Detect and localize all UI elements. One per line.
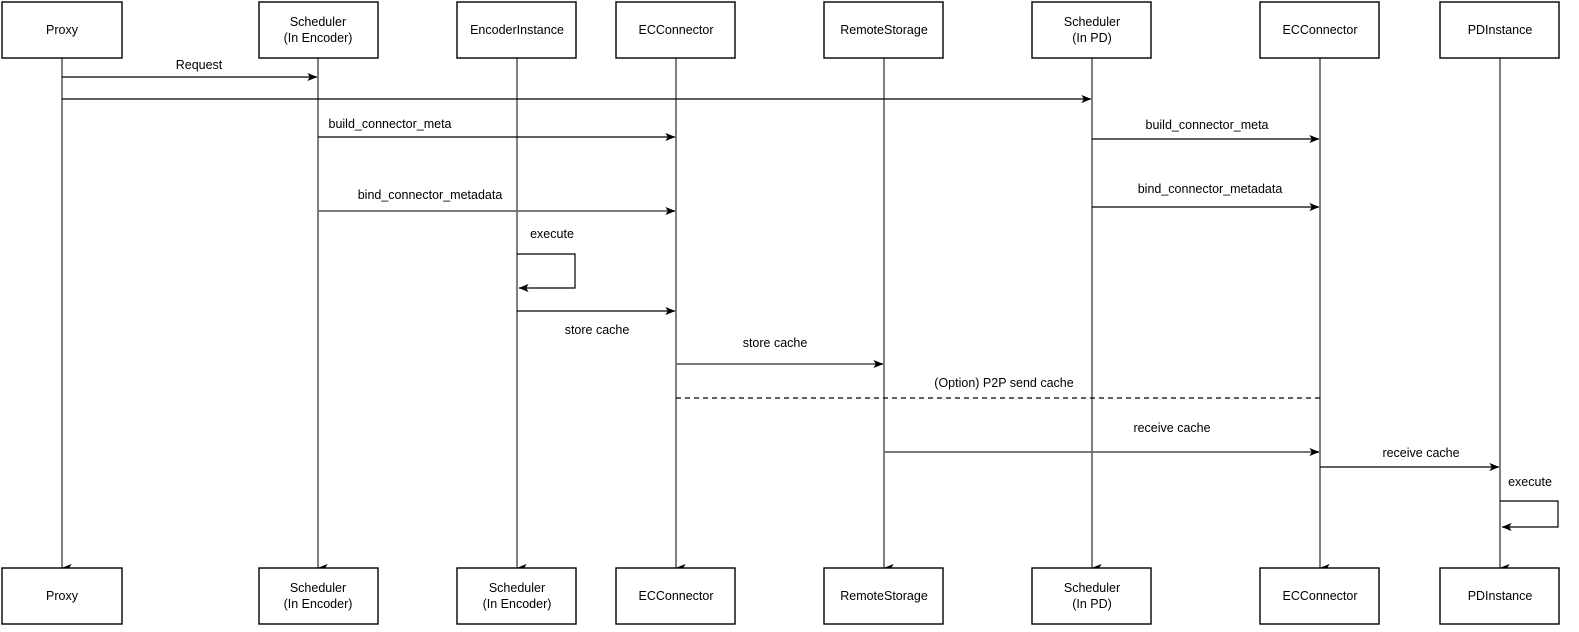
participant-label-top-encoder_inst: EncoderInstance xyxy=(470,23,564,37)
participant-box-top-sched_enc xyxy=(258,1,379,59)
self-call-loop-s2 xyxy=(1500,500,1559,531)
participant-label-bottom-encoder_inst: Scheduler(In Encoder) xyxy=(482,581,552,611)
participant-box-bottom-sched_pd xyxy=(1031,567,1152,625)
participant-box-bottom-ecconn_left xyxy=(615,567,736,625)
participant-label-bottom-sched_enc: Scheduler(In Encoder) xyxy=(283,581,353,611)
participant-box-bottom-sched_enc xyxy=(258,567,379,625)
message-label-m1: Request xyxy=(175,58,223,72)
message-label-m3: build_connector_meta xyxy=(328,117,452,131)
participant-label-top-remotestore: RemoteStorage xyxy=(840,23,928,37)
message-label-m11: (Option) P2P send cache xyxy=(934,376,1074,390)
lifeline-lines-group xyxy=(61,58,1510,572)
message-label-m5: bind_connector_metadata xyxy=(357,188,503,202)
participant-boxes-group xyxy=(1,1,1560,625)
participant-label-top-ecconn_left: ECConnector xyxy=(638,23,714,37)
participant-label-bottom-remotestore: RemoteStorage xyxy=(840,589,928,603)
participant-box-top-proxy xyxy=(1,1,123,59)
participant-box-top-pdinstance xyxy=(1439,1,1560,59)
participant-box-top-ecconn_right xyxy=(1259,1,1380,59)
message-label-m9: store cache xyxy=(564,323,630,337)
participant-box-bottom-pdinstance xyxy=(1439,567,1560,625)
message-label-m10: store cache xyxy=(742,336,808,350)
self-call-label-s1: execute xyxy=(530,227,574,241)
message-label-m4: build_connector_meta xyxy=(1145,118,1269,132)
participant-label-top-ecconn_right: ECConnector xyxy=(1282,23,1358,37)
participant-label-top-pdinstance: PDInstance xyxy=(1467,23,1533,37)
message-label-m13: receive cache xyxy=(1382,446,1460,460)
participant-label-bottom-proxy: Proxy xyxy=(46,589,78,603)
self-call-loop-s1 xyxy=(517,253,576,292)
participant-label-bottom-sched_pd: Scheduler(In PD) xyxy=(1063,581,1121,611)
participant-box-bottom-proxy xyxy=(1,567,123,625)
participant-box-top-ecconn_left xyxy=(615,1,736,59)
participant-label-bottom-ecconn_right: ECConnector xyxy=(1282,589,1358,603)
message-arrows-group xyxy=(62,73,1500,471)
self-call-label-s2: execute xyxy=(1508,475,1552,489)
participant-label-bottom-pdinstance: PDInstance xyxy=(1467,589,1533,603)
participant-box-bottom-encoder_inst xyxy=(456,567,577,625)
participant-label-top-sched_pd: Scheduler(In PD) xyxy=(1063,15,1121,45)
self-call-loops-group xyxy=(517,253,1559,531)
participant-box-top-sched_pd xyxy=(1031,1,1152,59)
message-label-m6: bind_connector_metadata xyxy=(1137,182,1283,196)
participant-box-top-encoder_inst xyxy=(456,1,577,59)
participant-label-top-sched_enc: Scheduler(In Encoder) xyxy=(283,15,353,45)
participant-label-top-proxy: Proxy xyxy=(46,23,78,37)
participant-label-bottom-ecconn_left: ECConnector xyxy=(638,589,714,603)
message-label-m12: receive cache xyxy=(1133,421,1211,435)
participant-box-bottom-ecconn_right xyxy=(1259,567,1380,625)
participant-box-bottom-remotestore xyxy=(823,567,944,625)
participant-box-top-remotestore xyxy=(823,1,944,59)
